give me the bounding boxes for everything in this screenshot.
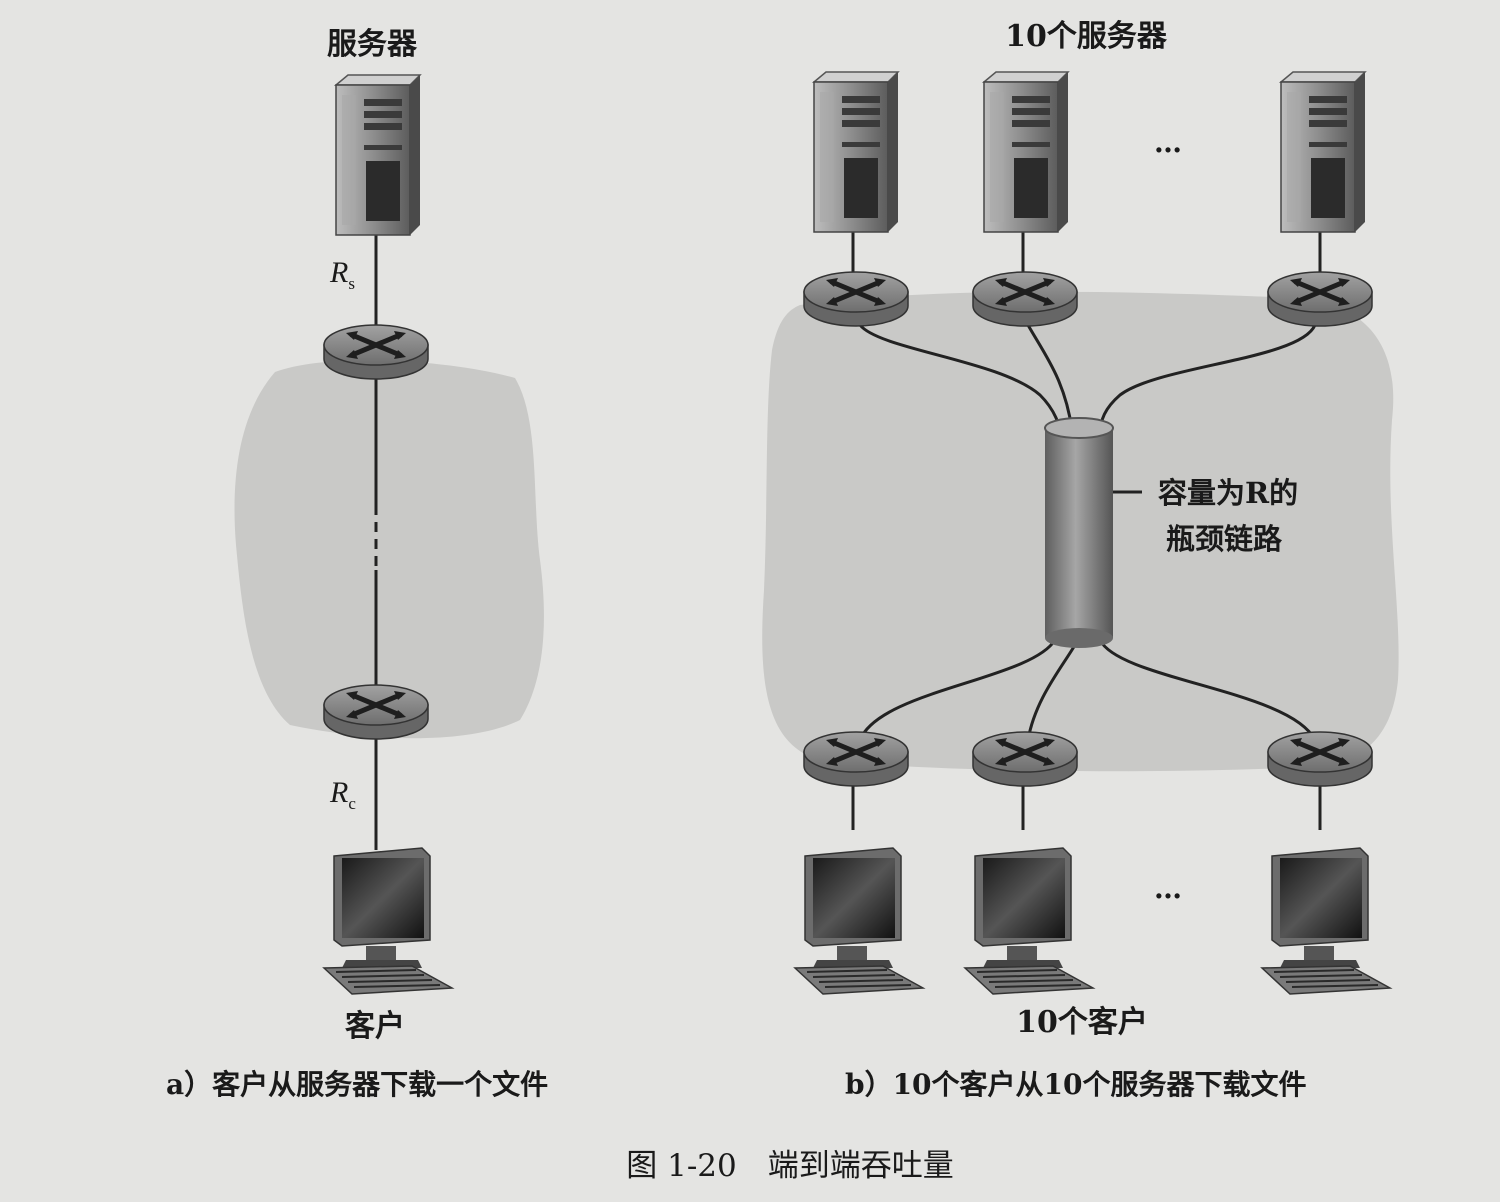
server-tower-icon (333, 74, 422, 236)
rate-server-label: Rs (329, 256, 355, 293)
network-cloud-a (234, 360, 544, 739)
client-label: 客户 (345, 1009, 405, 1044)
server-label: 服务器 (327, 27, 418, 62)
bottleneck-to-router-link (858, 639, 1057, 741)
client-computer-icon (793, 847, 926, 995)
servers-label: 10个服务器 (1005, 19, 1168, 54)
clients-label: 10个客户 (1016, 1005, 1148, 1040)
figure-caption: 图 1-20 端到端吞吐量 (626, 1148, 954, 1184)
panel-b-subcaption: b）10个客户从10个服务器下载文件 (845, 1068, 1307, 1101)
router-icon (323, 684, 429, 740)
bottleneck-label-line1: 容量为R的 (1158, 476, 1298, 510)
server-tower-icon (811, 71, 900, 233)
router-icon (323, 324, 429, 380)
panel-a-subcaption: a）客户从服务器下载一个文件 (166, 1068, 548, 1101)
servers-ellipsis: … (1154, 126, 1182, 159)
rate-client-label: Rc (329, 776, 356, 813)
server-tower-icon (981, 71, 1070, 233)
bottleneck-to-router-link (1098, 639, 1317, 741)
bottleneck-to-router-link (1026, 644, 1077, 741)
client-computer-icon (963, 847, 1096, 995)
router-to-bottleneck-link (1098, 324, 1317, 436)
router-icon (972, 271, 1078, 327)
bottleneck-label-line2: 瓶颈链路 (1166, 522, 1283, 556)
client-computer-icon (322, 847, 455, 995)
router-icon (1267, 271, 1373, 327)
router-icon (803, 271, 909, 327)
clients-ellipsis: … (1154, 872, 1182, 905)
bottleneck-link-pipe (1044, 417, 1114, 648)
router-icon (803, 731, 909, 787)
router-to-bottleneck-link (1026, 324, 1074, 431)
server-tower-icon (1278, 71, 1367, 233)
router-icon (1267, 731, 1373, 787)
client-computer-icon (1260, 847, 1393, 995)
router-icon (972, 731, 1078, 787)
